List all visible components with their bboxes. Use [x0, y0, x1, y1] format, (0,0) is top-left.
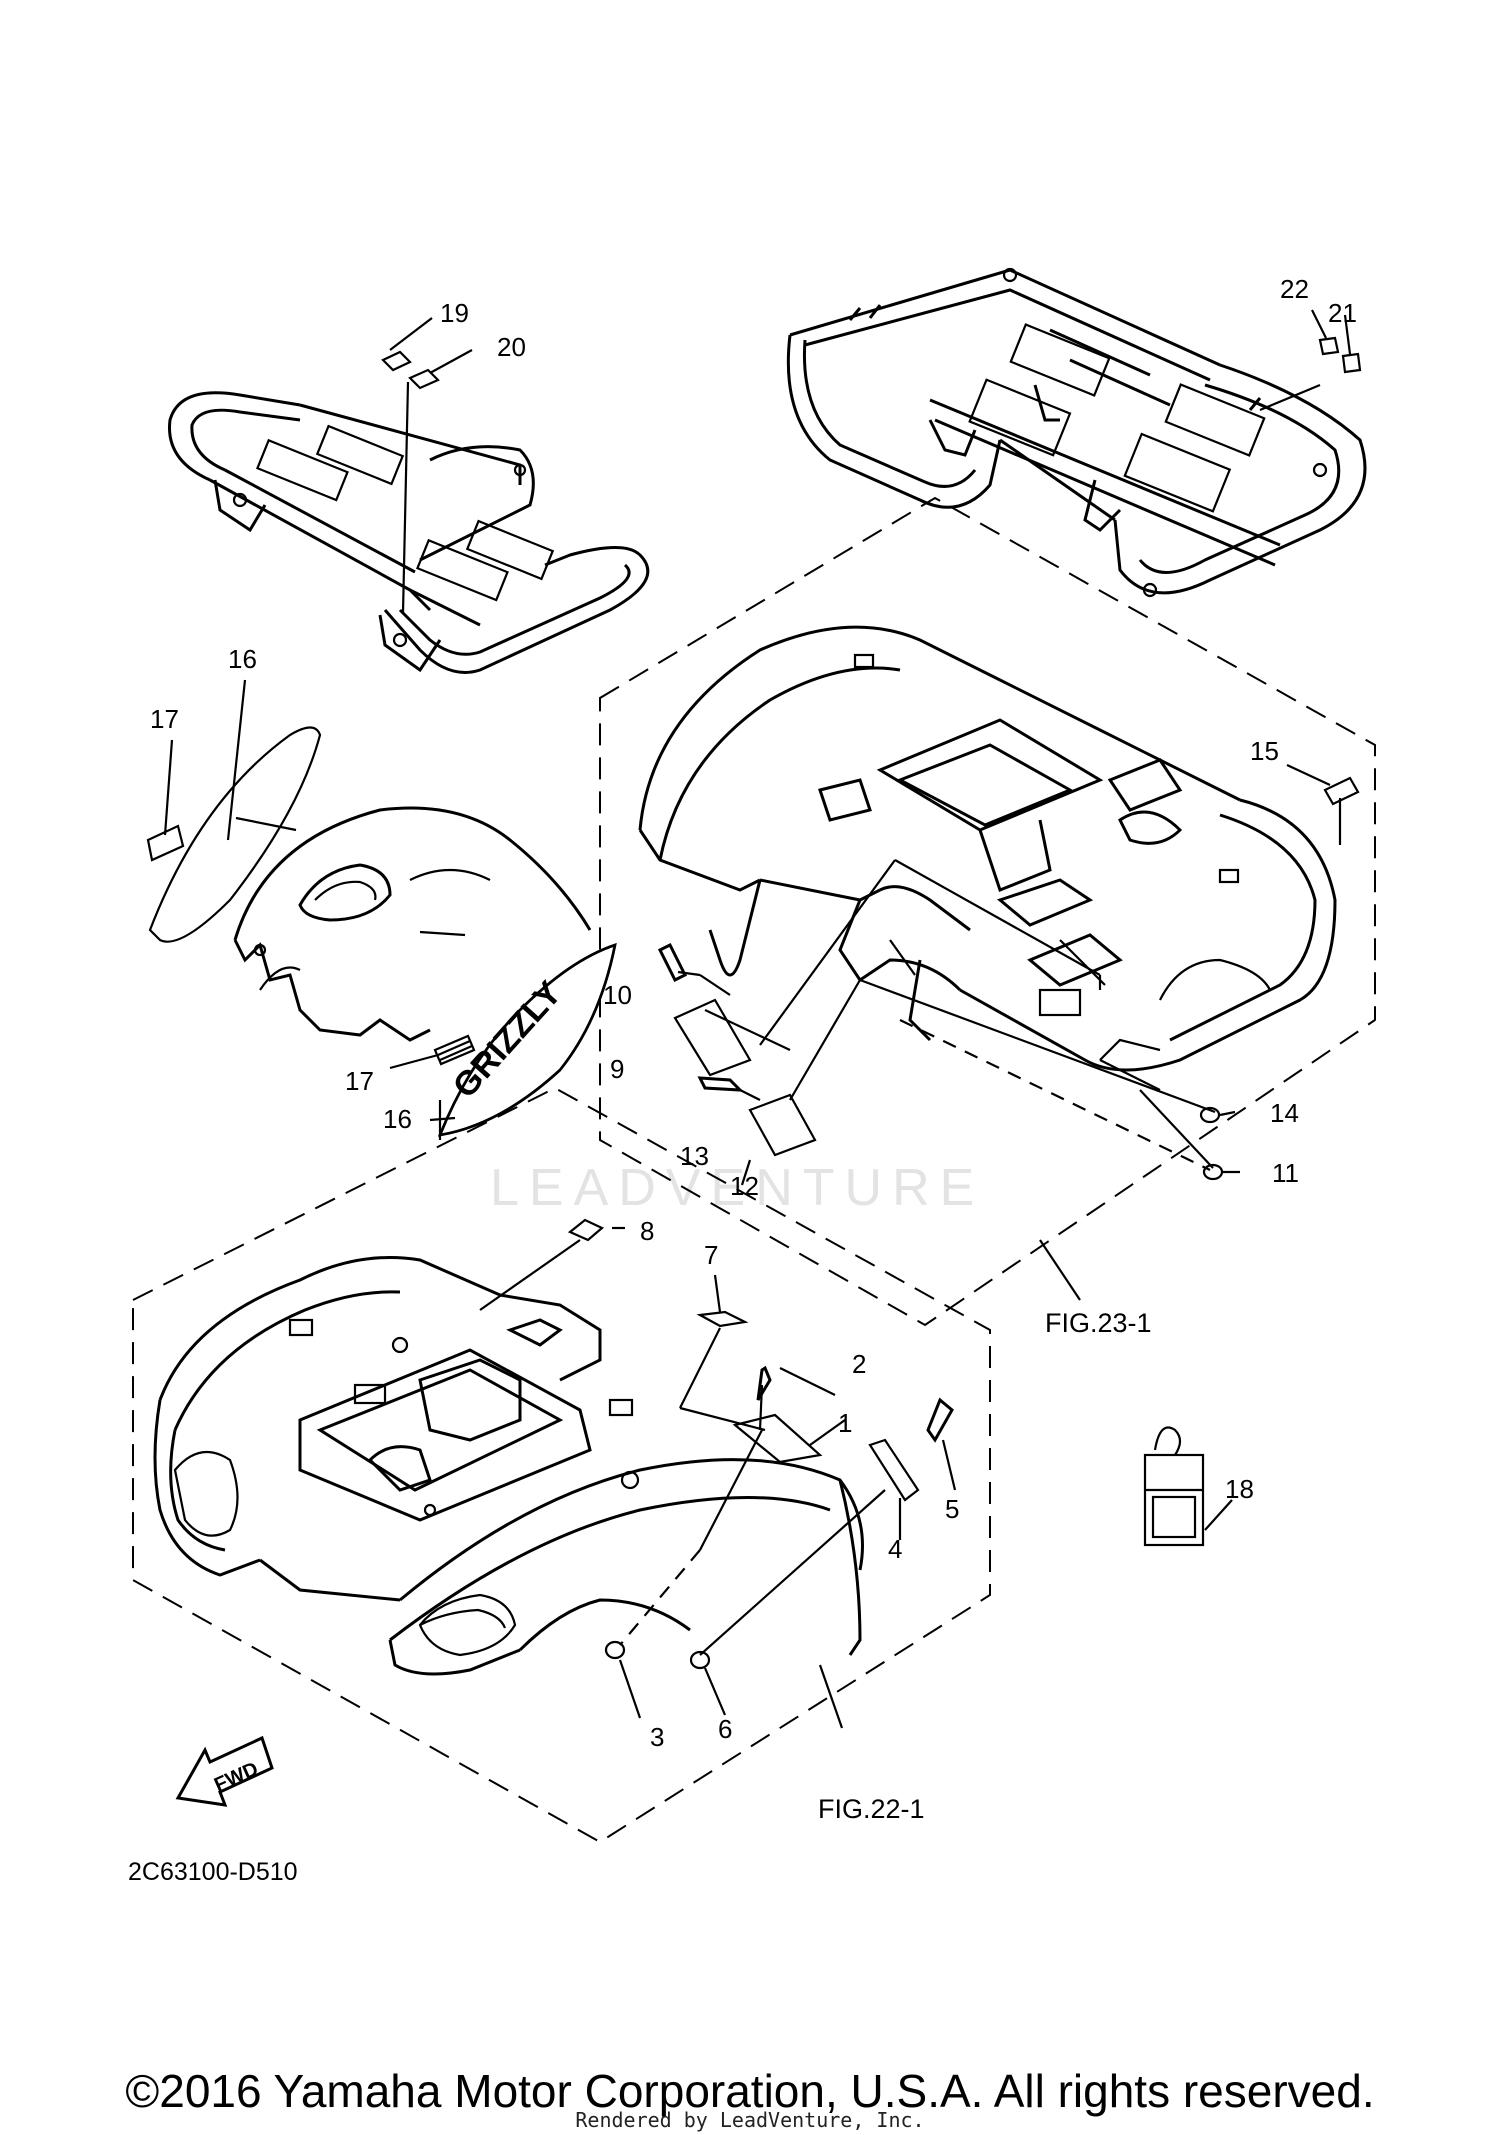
leader-lines [163, 309, 1352, 1729]
copyright-notice: ©2016 Yamaha Motor Corporation, U.S.A. A… [125, 2065, 1375, 2117]
rendered-by-credit: Rendered by LeadVenture, Inc. [575, 2108, 925, 2132]
plate-1 [732, 1413, 823, 1464]
callout-17-top: 17 [150, 704, 179, 734]
rear-fender [599, 496, 1376, 1327]
callout-2: 2 [852, 1349, 866, 1379]
callout-13: 13 [680, 1141, 709, 1171]
plate-4 [868, 1438, 920, 1502]
fwd-arrow-icon: FWD [175, 1735, 274, 1807]
callout-17-bottom: 17 [345, 1066, 374, 1096]
callout-19: 19 [440, 298, 469, 328]
callout-labels: 19 20 22 21 15 16 17 10 9 17 16 13 12 14… [150, 274, 1357, 1824]
fig-ref-22-1: FIG.22-1 [818, 1794, 925, 1824]
callout-7: 7 [704, 1240, 718, 1270]
watermark: LEADVENTURE [490, 1159, 984, 1217]
callout-3: 3 [650, 1722, 664, 1752]
decal-19 [381, 350, 412, 372]
decal-8 [567, 1218, 605, 1242]
callout-20: 20 [497, 332, 526, 362]
callout-1: 1 [838, 1408, 852, 1438]
front-fender [132, 1086, 991, 1844]
callout-16-bottom: 16 [383, 1104, 412, 1134]
callout-9: 9 [610, 1054, 624, 1084]
tank-cover [233, 806, 592, 1042]
bolt-10 [657, 942, 701, 983]
callout-14: 14 [1270, 1098, 1299, 1128]
fwd-label: FWD [211, 1758, 262, 1797]
callout-18: 18 [1225, 1474, 1254, 1504]
bolt-2 [756, 1365, 772, 1431]
plate-12 [748, 1093, 817, 1157]
decal-17-small [146, 824, 185, 862]
decal-21 [1341, 352, 1362, 374]
callout-22: 22 [1280, 274, 1309, 304]
callout-21: 21 [1328, 298, 1357, 328]
decal-7 [696, 1310, 749, 1328]
callout-11: 11 [1272, 1158, 1299, 1188]
callout-16-top: 16 [228, 644, 257, 674]
plate-9 [673, 998, 752, 1077]
callout-4: 4 [888, 1534, 902, 1564]
decal-16-oval [148, 726, 322, 943]
bolt-5 [926, 1397, 954, 1443]
decal-22 [1318, 336, 1340, 356]
callout-6: 6 [718, 1714, 732, 1744]
fig-ref-23-1: FIG.23-1 [1045, 1308, 1152, 1338]
callout-15: 15 [1250, 736, 1279, 766]
washer-3 [604, 1640, 626, 1660]
drawing-code: 2C63100-D510 [128, 1858, 298, 1886]
washer-6 [689, 1650, 711, 1670]
front-carrier [168, 391, 650, 674]
decal-15 [1323, 776, 1360, 806]
callout-10: 10 [603, 980, 632, 1010]
callout-12: 12 [730, 1171, 759, 1201]
washer-14 [1199, 1106, 1221, 1124]
rear-carrier [786, 267, 1367, 598]
warning-tag-18 [1143, 1426, 1205, 1547]
callout-8: 8 [640, 1216, 654, 1246]
decal-20 [408, 368, 440, 390]
callout-5: 5 [945, 1494, 959, 1524]
decal-17-striped [433, 1034, 476, 1066]
bolt-13 [697, 1076, 744, 1092]
